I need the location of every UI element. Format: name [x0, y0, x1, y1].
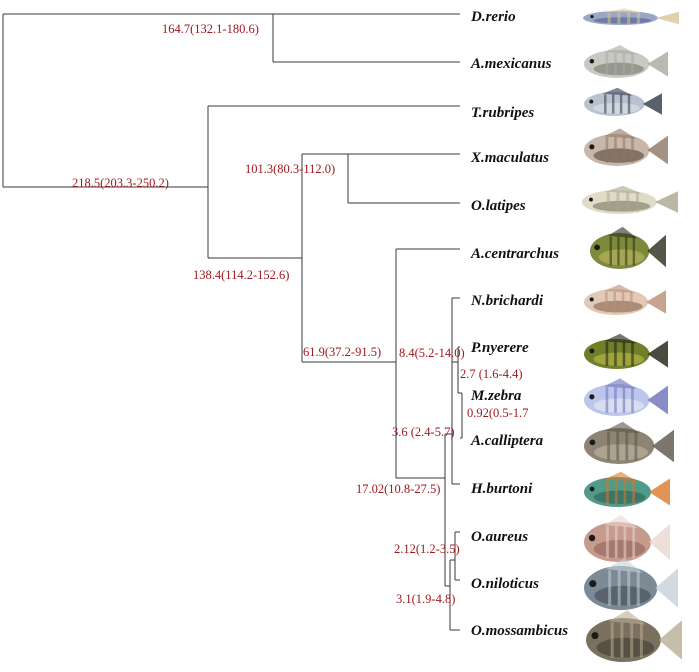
taxon-drerio: D.rerio: [470, 9, 516, 25]
taxon-pnyerere: P.nyerere: [471, 340, 529, 356]
taxon-hburtoni: H.burtoni: [470, 481, 533, 497]
taxon-xmaculatus: X.maculatus: [470, 150, 549, 166]
flier-cichlid-photo: [590, 226, 666, 269]
taxon-omossambicus: O.mossambicus: [471, 623, 568, 639]
taxon-acentrarchus: A.centrarchus: [470, 246, 559, 262]
pufferfish-photo: [584, 87, 662, 116]
mozambique-tilapia-photo: [586, 610, 682, 662]
zebrafish-photo: [583, 8, 679, 25]
lyretail-cichlid-photo: [584, 284, 666, 315]
node-label-xmaculatus-olatipes: 101.3(80.3-112.0): [245, 162, 335, 176]
nyerere-cichlid-photo: [584, 333, 668, 369]
node-label-oreochromis: 3.1(1.9-4.8): [396, 592, 455, 606]
eastern-happy-photo: [584, 421, 674, 464]
node-label-haplochromine-group: 8.4(5.2-14.0): [399, 346, 465, 360]
node-label-oaureus-oniloticus: 2.12(1.2-3.5): [394, 542, 460, 556]
node-label-tetraodon-group: 138.4(114.2-152.6): [193, 268, 289, 282]
blue-tilapia-photo: [584, 515, 670, 562]
taxon-mzebra: M.zebra: [470, 388, 522, 404]
node-label-cichlid-crown: 17.02(10.8-27.5): [356, 482, 440, 496]
node-label-drerio-amexicanus: 164.7(132.1-180.6): [162, 22, 259, 36]
zebra-mbuna-photo: [584, 378, 668, 416]
taxon-olatipes: O.latipes: [471, 198, 526, 214]
node-label-root: 218.5(203.3-250.2): [72, 176, 169, 190]
node-label-mzebra-acalliptera: 0.92(0.5-1.7: [467, 406, 528, 420]
burtons-mouthbrooder-photo: [584, 471, 670, 507]
medaka-photo: [582, 185, 678, 214]
taxon-nbrichardi: N.brichardi: [470, 293, 544, 309]
taxon-trubripes: T.rubripes: [471, 105, 534, 121]
platyfish-photo: [584, 128, 668, 166]
taxon-oniloticus: O.niloticus: [471, 576, 539, 592]
taxon-amexicanus: A.mexicanus: [470, 56, 552, 72]
cavefish-photo: [584, 45, 668, 78]
taxon-acalliptera: A.calliptera: [470, 433, 544, 449]
fish-photos: [582, 8, 682, 662]
nile-tilapia-photo: [584, 558, 678, 610]
node-label-pnyerere-mzebra: 2.7 (1.6-4.4): [460, 367, 523, 381]
tree-branches: [2, 13, 463, 631]
taxon-oaureus: O.aureus: [471, 529, 528, 545]
node-label-cichlids-plus: 61.9(37.2-91.5): [303, 345, 381, 359]
node-label-nbrichardi-group: 3.6 (2.4-5.7): [392, 425, 455, 439]
